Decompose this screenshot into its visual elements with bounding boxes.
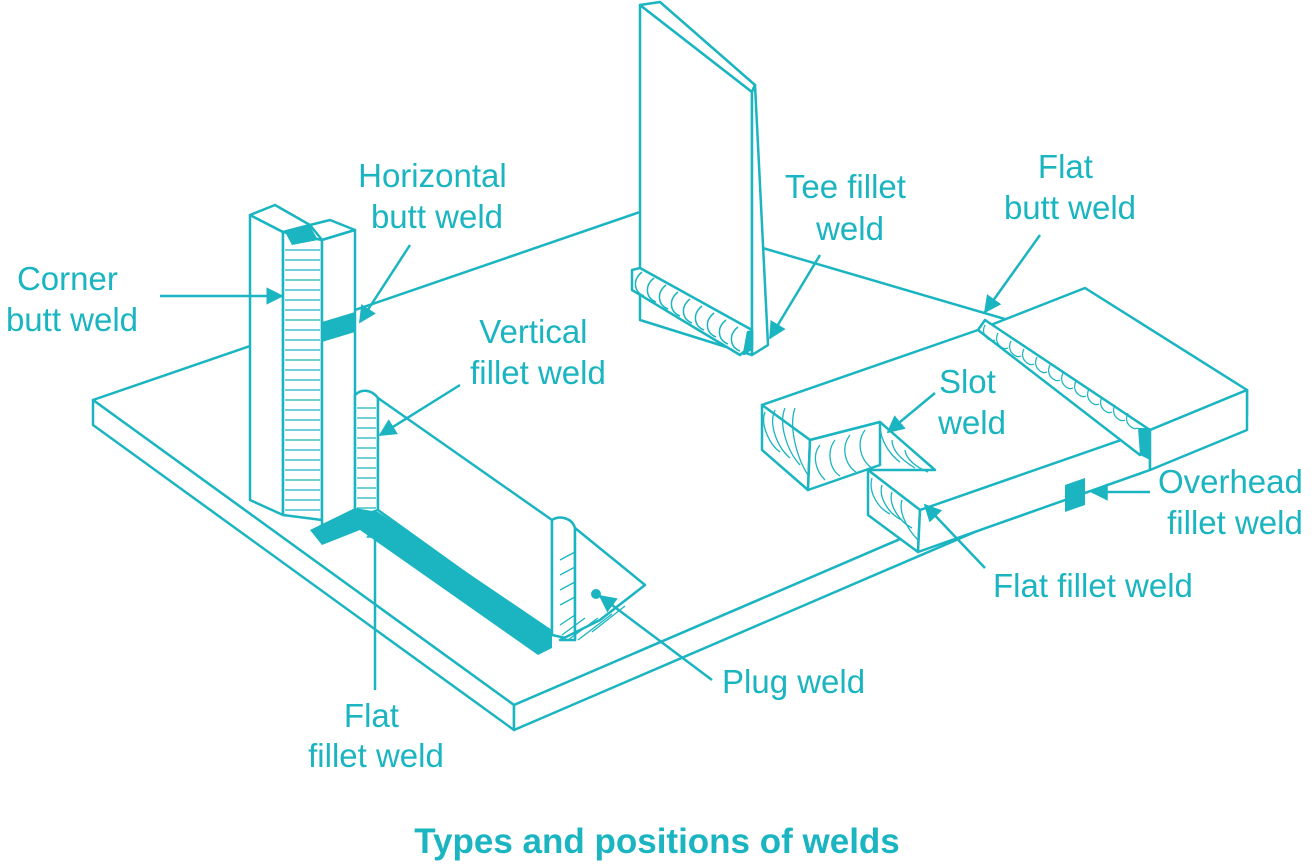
slot-weld-bead	[763, 407, 929, 541]
slot-block	[760, 286, 1249, 554]
plug-weld-arrow	[598, 594, 713, 681]
horizontal-butt-weld-label: Horizontal butt weld	[358, 157, 516, 235]
vertical-fillet-weld-label: Vertical fillet weld	[470, 313, 606, 391]
plug-weld-label: Plug weld	[722, 663, 865, 700]
vertical-fillet-weld-bead	[353, 389, 380, 520]
tee-plate	[638, 0, 770, 357]
tee-fillet-weld-bead	[630, 266, 754, 357]
flat-fillet-weld-bead-left	[310, 508, 552, 655]
corner-butt-weld-bead	[285, 249, 320, 511]
flat-butt-weld-arrow	[983, 234, 1042, 314]
flat-butt-weld-label: Flat butt weld	[1004, 148, 1136, 226]
flat-fillet-weld-left-label: Flat fillet weld	[308, 697, 444, 774]
corner-butt-weld-label: Corner butt weld	[6, 260, 138, 338]
plug-weld-dot	[591, 589, 601, 599]
upright-plate	[376, 396, 577, 642]
flat-fillet-weld-right-arrow	[923, 503, 986, 569]
overhead-fillet-weld-bead	[1065, 478, 1085, 512]
horizontal-butt-weld-arrow	[358, 244, 412, 324]
flat-butt-weld-bead	[976, 318, 1152, 460]
overhead-fillet-weld-label: Overhead fillet weld	[1158, 463, 1312, 541]
tee-fillet-weld-arrow	[768, 254, 822, 340]
corner-column	[248, 203, 357, 527]
vertical-fillet-weld-arrow	[378, 383, 461, 437]
diagram-title: Types and positions of welds	[414, 822, 900, 861]
slot-weld-label: Slot weld	[937, 363, 1006, 441]
corner-weld-top-cap	[285, 226, 318, 245]
flat-fillet-weld-right-label: Flat fillet weld	[993, 567, 1193, 604]
horizontal-butt-weld-bead	[322, 312, 355, 342]
plug-weld-plate	[558, 526, 647, 642]
tee-fillet-weld-label: Tee fillet weld	[785, 168, 915, 247]
slot-weld-arrow	[886, 392, 936, 434]
